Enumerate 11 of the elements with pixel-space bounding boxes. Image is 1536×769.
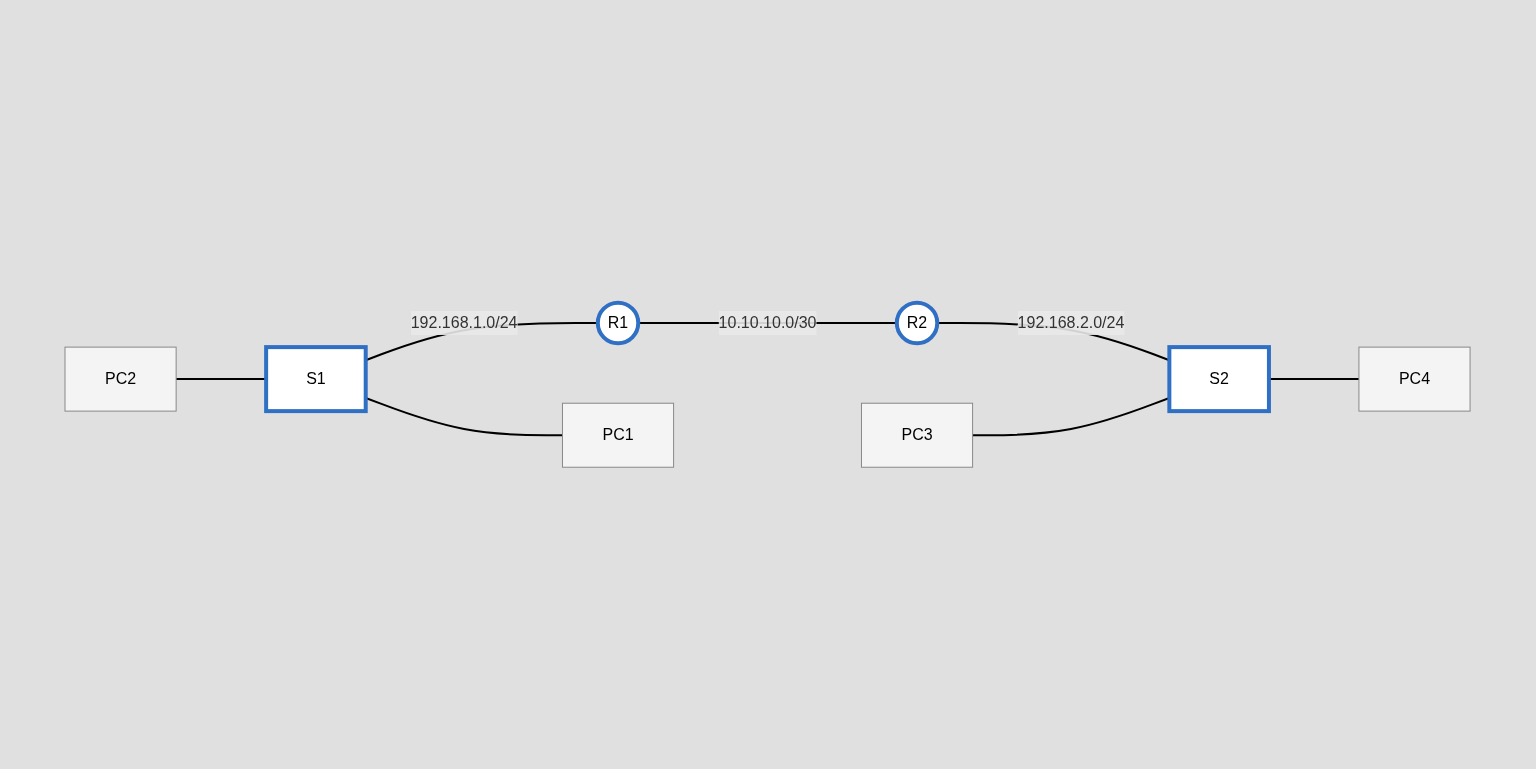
node-circle: R2 bbox=[895, 300, 940, 345]
node-box: PC2 bbox=[64, 346, 178, 412]
node-box: S1 bbox=[264, 344, 369, 413]
edge-label: 192.168.1.0/24 bbox=[411, 313, 518, 331]
node-box: PC1 bbox=[562, 402, 675, 468]
edge-label: 10.10.10.0/30 bbox=[719, 313, 817, 331]
edge-label: 192.168.2.0/24 bbox=[1018, 313, 1125, 331]
node-circle: R1 bbox=[596, 300, 641, 345]
node-box: PC3 bbox=[861, 402, 974, 468]
node-box: PC4 bbox=[1358, 346, 1472, 412]
node-box: S2 bbox=[1167, 344, 1272, 413]
